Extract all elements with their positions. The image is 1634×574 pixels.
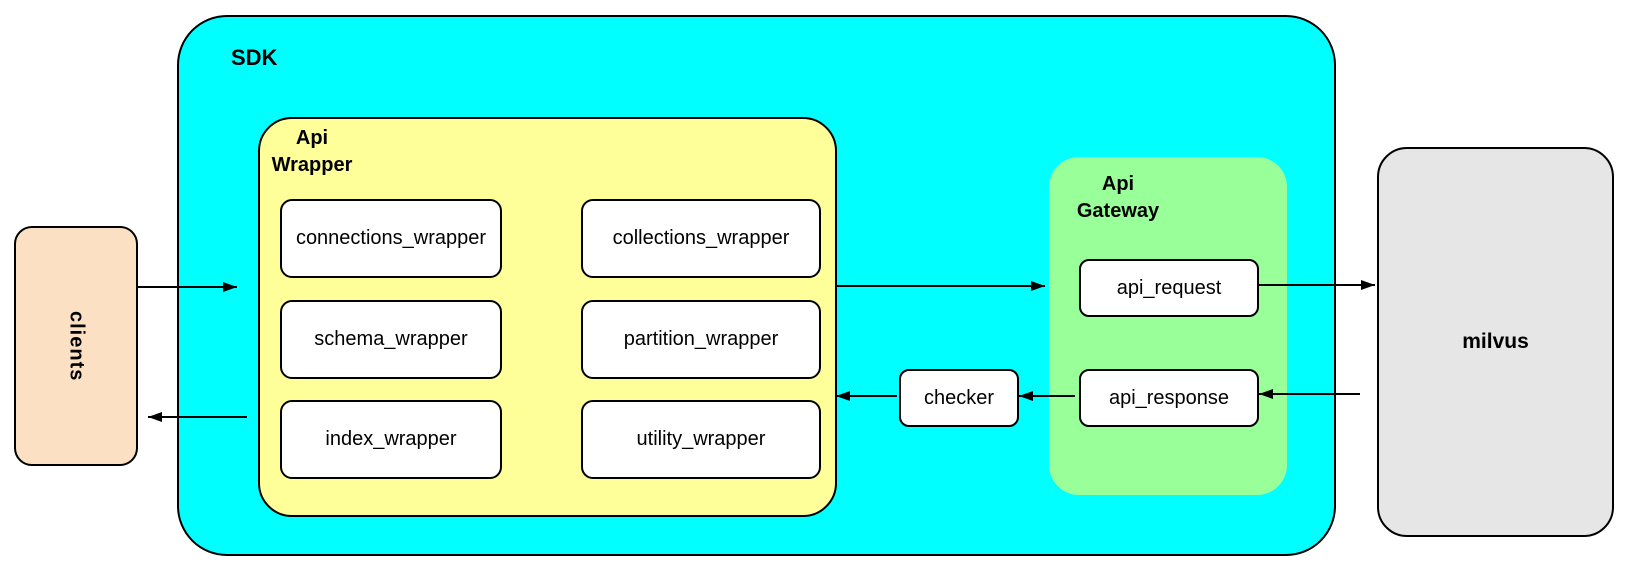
- node-clients: clients: [14, 226, 138, 466]
- clients-label: clients: [65, 310, 88, 382]
- node-api-request: api_request: [1079, 259, 1259, 317]
- api-wrapper-label: Api Wrapper: [271, 127, 353, 176]
- node-utility-wrapper: utility_wrapper: [581, 400, 821, 479]
- node-partition-wrapper: partition_wrapper: [581, 300, 821, 379]
- node-checker: checker: [899, 369, 1019, 427]
- node-schema-wrapper: schema_wrapper: [280, 300, 502, 379]
- node-index-wrapper: index_wrapper: [280, 400, 502, 479]
- api-gateway-label: Api Gateway: [1076, 173, 1160, 222]
- node-collections-wrapper: collections_wrapper: [581, 199, 821, 278]
- node-milvus: milvus: [1377, 147, 1614, 537]
- container-api-gateway: Api Gateway api_request api_response: [1049, 157, 1287, 495]
- container-sdk: SDK Api Wrapper connections_wrapper coll…: [177, 15, 1336, 556]
- sdk-label: SDK: [231, 45, 278, 70]
- container-api-wrapper: Api Wrapper connections_wrapper collecti…: [258, 117, 837, 517]
- node-connections-wrapper: connections_wrapper: [280, 199, 502, 278]
- node-api-response: api_response: [1079, 369, 1259, 427]
